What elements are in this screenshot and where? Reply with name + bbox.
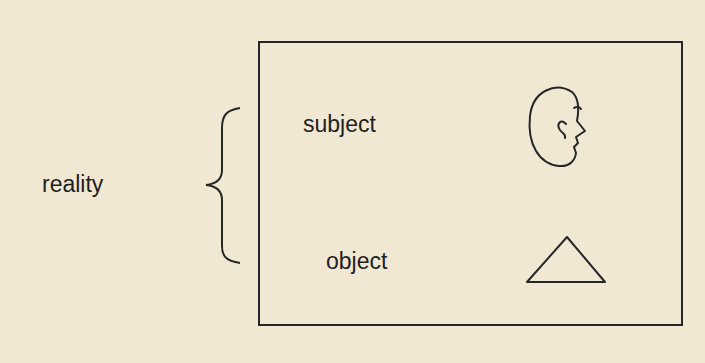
- triangle-shape: [527, 237, 605, 282]
- reality-frame: subject object: [258, 41, 683, 326]
- region-label: subject: [303, 112, 376, 137]
- region-label: object: [326, 249, 387, 274]
- caption-label: reality: [42, 172, 103, 197]
- head-profile: [530, 88, 585, 166]
- curly-brace: [206, 108, 240, 263]
